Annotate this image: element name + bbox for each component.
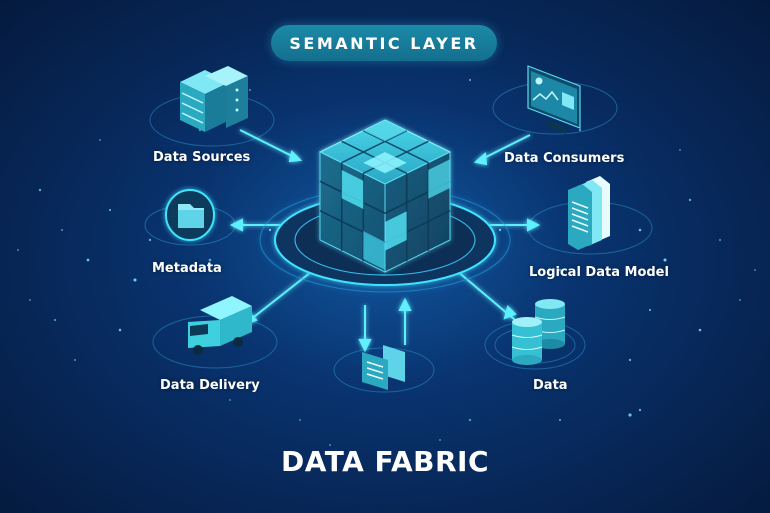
server-stack-icon — [180, 66, 248, 132]
node-label-logical-data-model: Logical Data Model — [529, 265, 669, 280]
node-label-data: Data — [533, 378, 568, 393]
node-label-metadata: Metadata — [152, 261, 222, 276]
semantic-layer-badge: SEMANTIC LAYER — [271, 25, 497, 61]
delivery-truck-icon — [188, 296, 252, 355]
node-label-data-delivery: Data Delivery — [160, 378, 260, 393]
document-pages-icon — [362, 345, 405, 390]
documents-icon — [568, 176, 610, 250]
dashboard-monitor-icon — [527, 65, 581, 134]
database-icon — [511, 299, 566, 365]
folder-icon — [165, 189, 215, 241]
semantic-layer-title: SEMANTIC LAYER — [289, 33, 479, 53]
semantic-layer-cube-graphic — [318, 119, 452, 273]
node-label-data-sources: Data Sources — [153, 150, 251, 165]
node-label-data-consumers: Data Consumers — [504, 151, 625, 166]
data-fabric-title: DATA FABRIC — [280, 445, 490, 478]
